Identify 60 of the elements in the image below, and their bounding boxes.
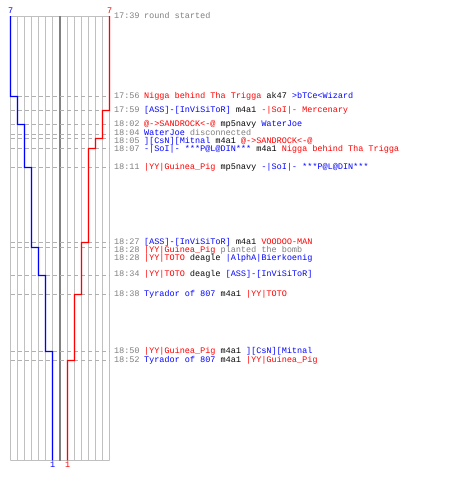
weapon-name: m4a1 (220, 290, 241, 298)
player-name: -|SoI|- ***P@L@DIN*** (144, 145, 252, 153)
time-label: 18:50 (114, 347, 140, 355)
player-name: [ASS]-[InViSiToR] (226, 270, 312, 278)
player-name: |YY|Guinea_Pig (144, 347, 216, 355)
player-name: |YY|TOTO (246, 290, 287, 298)
player-name: WaterJoe (261, 120, 302, 128)
player-count: 7 (106, 7, 112, 15)
time-label: 18:28 (114, 254, 140, 262)
weapon-name: m4a1 (220, 356, 241, 364)
weapon-name: deagle (190, 270, 221, 278)
weapon-name: mp5navy (220, 163, 256, 171)
player-name: Tyrador of 807 (144, 290, 216, 298)
player-name: [ASS]-[InViSiToR] (144, 106, 231, 114)
player-name: VOODOO-MAN (261, 238, 312, 246)
time-label: 18:07 (114, 145, 140, 153)
event-text: planted the bomb (220, 246, 302, 254)
weapon-name: mp5navy (220, 120, 256, 128)
player-count: 7 (8, 7, 14, 15)
weapon-name: m4a1 (256, 145, 277, 153)
player-name: ][CsN][Mitnal (144, 137, 210, 145)
player-name: |YY|Guinea_Pig (144, 163, 216, 171)
player-name: [ASS]-[InViSiToR] (144, 238, 231, 246)
event-text: disconnected (190, 129, 252, 137)
time-label: 18:04 (114, 129, 140, 137)
time-label: 17:39 (114, 12, 140, 20)
time-label: 18:05 (114, 137, 140, 145)
time-label: 18:28 (114, 246, 140, 254)
player-name: |YY|Guinea_Pig (144, 246, 216, 254)
player-name: Tyrador of 807 (144, 356, 216, 364)
player-count: 1 (50, 461, 56, 469)
player-name: -|SoI|- Mercenary (261, 106, 348, 114)
player-name: @->SANDROCK<-@ (144, 120, 216, 128)
player-name: |YY|TOTO (144, 270, 185, 278)
player-name: @->SANDROCK<-@ (240, 137, 312, 145)
weapon-name: m4a1 (215, 137, 236, 145)
time-label: 18:34 (114, 270, 140, 278)
time-label: 17:59 (114, 106, 140, 114)
time-label: 18:38 (114, 290, 140, 298)
time-label: 18:52 (114, 356, 140, 364)
player-name: ][CsN][Mitnal (246, 347, 312, 355)
weapon-name: m4a1 (220, 347, 241, 355)
player-name: |YY|Guinea_Pig (246, 356, 318, 364)
weapon-name: ak47 (266, 92, 287, 100)
event-text: round started (144, 12, 210, 20)
time-label: 17:56 (114, 92, 140, 100)
player-name: |AlphA|Bierkoenig (226, 254, 312, 262)
time-label: 18:11 (114, 163, 140, 171)
weapon-name: deagle (190, 254, 221, 262)
player-name: Nigga behind Tha Trigga (144, 92, 262, 100)
player-name: WaterJoe (144, 129, 185, 137)
weapon-name: m4a1 (236, 106, 256, 114)
player-name: |YY|TOTO (144, 254, 185, 262)
player-name: -|SoI|- ***P@L@DIN*** (261, 163, 368, 171)
time-label: 18:27 (114, 238, 140, 246)
player-count: 1 (64, 461, 70, 469)
player-name: >bTCe<Wizard (292, 92, 354, 100)
player-name: Nigga behind Tha Trigga (282, 145, 400, 153)
time-label: 18:02 (114, 120, 140, 128)
weapon-name: m4a1 (236, 238, 256, 246)
